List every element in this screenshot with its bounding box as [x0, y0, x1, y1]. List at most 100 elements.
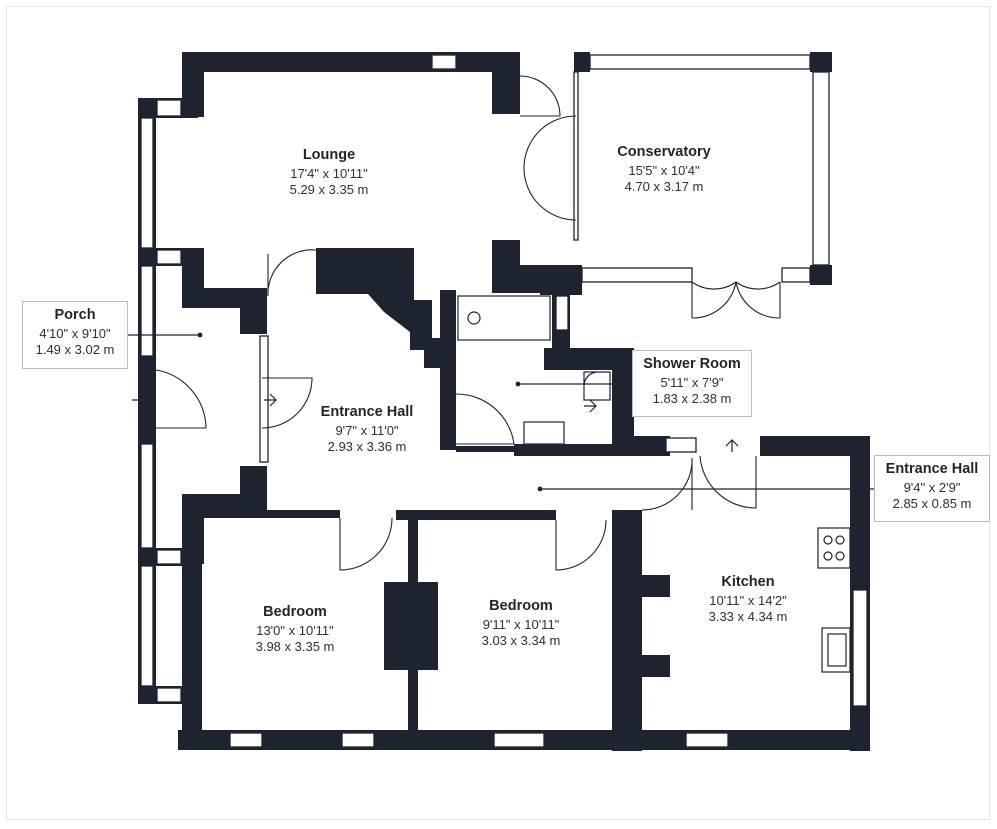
room-size-imperial: 17'4" x 10'11"	[290, 166, 368, 182]
bedroom-1-door	[339, 517, 393, 571]
room-label-lounge: Lounge 17'4" x 10'11" 5.29 x 3.35 m	[290, 146, 369, 199]
washbasin	[523, 421, 565, 445]
room-size-metric: 2.93 x 3.36 m	[327, 439, 407, 455]
shower-room-door	[455, 393, 515, 445]
kitchen-hob	[817, 527, 851, 569]
shower-room-right-wall	[612, 348, 634, 448]
kitchen-top-partition	[612, 510, 640, 520]
porch-west-window-lower	[140, 443, 154, 549]
room-size-metric: 3.33 x 4.34 m	[708, 609, 788, 625]
room-name: Shower Room	[643, 356, 741, 372]
wardrobe-block	[384, 582, 438, 670]
front-door	[155, 369, 207, 429]
bedroom-1-top-wall	[182, 510, 340, 518]
room-size-imperial: 9'7" x 11'0"	[335, 423, 399, 439]
windows	[140, 54, 868, 748]
kitchen-pier-upper	[636, 575, 670, 597]
porch-entry-arrow-icon	[264, 393, 277, 407]
room-name: Lounge	[302, 147, 356, 163]
room-size-metric: 3.03 x 3.34 m	[481, 633, 561, 649]
conservatory-top-right-post	[810, 52, 832, 72]
conservatory-garden-door-swing	[691, 281, 781, 319]
room-label-kitchen: Kitchen 10'11" x 14'2" 3.33 x 4.34 m	[709, 573, 788, 626]
kitchen-door	[641, 457, 693, 511]
bedroom-2-south-window	[493, 732, 545, 748]
hob-ring-3	[823, 551, 833, 561]
room-size-metric: 1.83 x 2.38 m	[652, 391, 732, 407]
conservatory-top-left-post	[574, 52, 590, 72]
room-size-imperial: 4'10" x 9'10"	[39, 326, 111, 342]
lounge-bay-window-top	[156, 99, 182, 117]
bedroom-west-window	[140, 565, 154, 687]
hall-shower-divider	[440, 290, 456, 450]
kitchen-east-window	[852, 589, 868, 707]
shower-room-top-right-wall	[544, 348, 634, 370]
room-label-entrance-hall: Entrance Hall 9'7" x 11'0" 2.93 x 3.36 m	[321, 403, 414, 456]
lounge-bay-window-bottom	[156, 249, 182, 265]
shower-drain	[467, 311, 481, 325]
page-border	[6, 6, 990, 820]
room-label-entrance-hall-2: Entrance Hall 9'4" x 2'9" 2.85 x 0.85 m	[874, 455, 990, 522]
front-entry-arrow-icon	[132, 393, 147, 407]
conservatory-door-a	[519, 75, 561, 117]
fixtures	[386, 293, 851, 673]
shower-room-bottom-wall	[514, 444, 634, 456]
doors	[155, 75, 781, 571]
kitchen-pier-lower	[636, 655, 670, 677]
lounge-hall-door	[267, 249, 317, 297]
bedroom-bay-window-top	[156, 549, 182, 565]
kitchen-west-wall	[612, 510, 642, 751]
conservatory-garden-doors	[691, 281, 781, 290]
conservatory-east-glazing	[812, 71, 830, 266]
hob-ring-2	[835, 535, 845, 545]
room-label-conservatory: Conservatory 15'5" x 10'4" 4.70 x 3.17 m	[617, 143, 710, 196]
kitchen-top-left-wall	[612, 436, 670, 456]
shower-tray	[457, 295, 551, 341]
shower-entry-arrow-icon	[584, 399, 597, 413]
room-size-imperial: 9'4" x 2'9"	[903, 480, 961, 496]
room-name: Entrance Hall	[885, 461, 979, 477]
room-size-imperial: 5'11" x 7'9"	[660, 375, 724, 391]
room-size-imperial: 9'11" x 10'11"	[482, 617, 560, 633]
fireplace-hearth	[386, 293, 424, 331]
room-size-metric: 1.49 x 3.02 m	[35, 342, 115, 358]
corridor-wall	[456, 446, 516, 452]
porch-hall-door	[261, 377, 313, 429]
room-name: Kitchen	[721, 574, 775, 590]
room-label-shower-room: Shower Room 5'11" x 7'9" 1.83 x 2.38 m	[632, 350, 752, 417]
shower-room-window	[555, 295, 569, 331]
room-size-imperial: 10'11" x 14'2"	[709, 593, 787, 609]
bedroom-2-door	[555, 519, 607, 571]
bedroom-1-south-window-a	[229, 732, 263, 748]
conservatory-top-glazing	[589, 54, 811, 70]
lounge-top-wall	[182, 52, 520, 72]
kitchen-top-right-wall	[760, 436, 870, 456]
lounge-right-upper-wall	[492, 52, 520, 114]
room-size-metric: 2.85 x 0.85 m	[892, 496, 972, 512]
conservatory-bottom-glazing-right	[781, 267, 811, 283]
bedroom-1-south-window-b	[341, 732, 375, 748]
room-name: Porch	[54, 307, 96, 323]
shower-leader-dot	[515, 381, 521, 387]
conservatory-west-frame	[573, 71, 579, 241]
rear-door	[699, 455, 757, 509]
room-size-imperial: 15'5" x 10'4"	[628, 163, 700, 179]
chimney-block	[316, 248, 414, 294]
porch-west-window-upper	[140, 265, 154, 357]
lounge-top-window	[431, 54, 457, 70]
bedroom-bay-window-bottom	[156, 687, 182, 703]
toilet	[583, 371, 611, 401]
hob-ring-1	[823, 535, 833, 545]
room-label-bedroom-2: Bedroom 9'11" x 10'11" 3.03 x 3.34 m	[482, 597, 561, 650]
room-size-imperial: 13'0" x 10'11"	[256, 623, 334, 639]
conservatory-bottom-right-post	[810, 265, 832, 285]
hall-2-leader-dot	[537, 486, 543, 492]
annotations	[128, 332, 876, 492]
kitchen-sink-bowl	[827, 633, 847, 667]
room-size-metric: 5.29 x 3.35 m	[289, 182, 369, 198]
room-size-metric: 4.70 x 3.17 m	[624, 179, 704, 195]
conservatory-bottom-glazing-left	[581, 267, 693, 283]
room-name: Bedroom	[489, 598, 553, 614]
